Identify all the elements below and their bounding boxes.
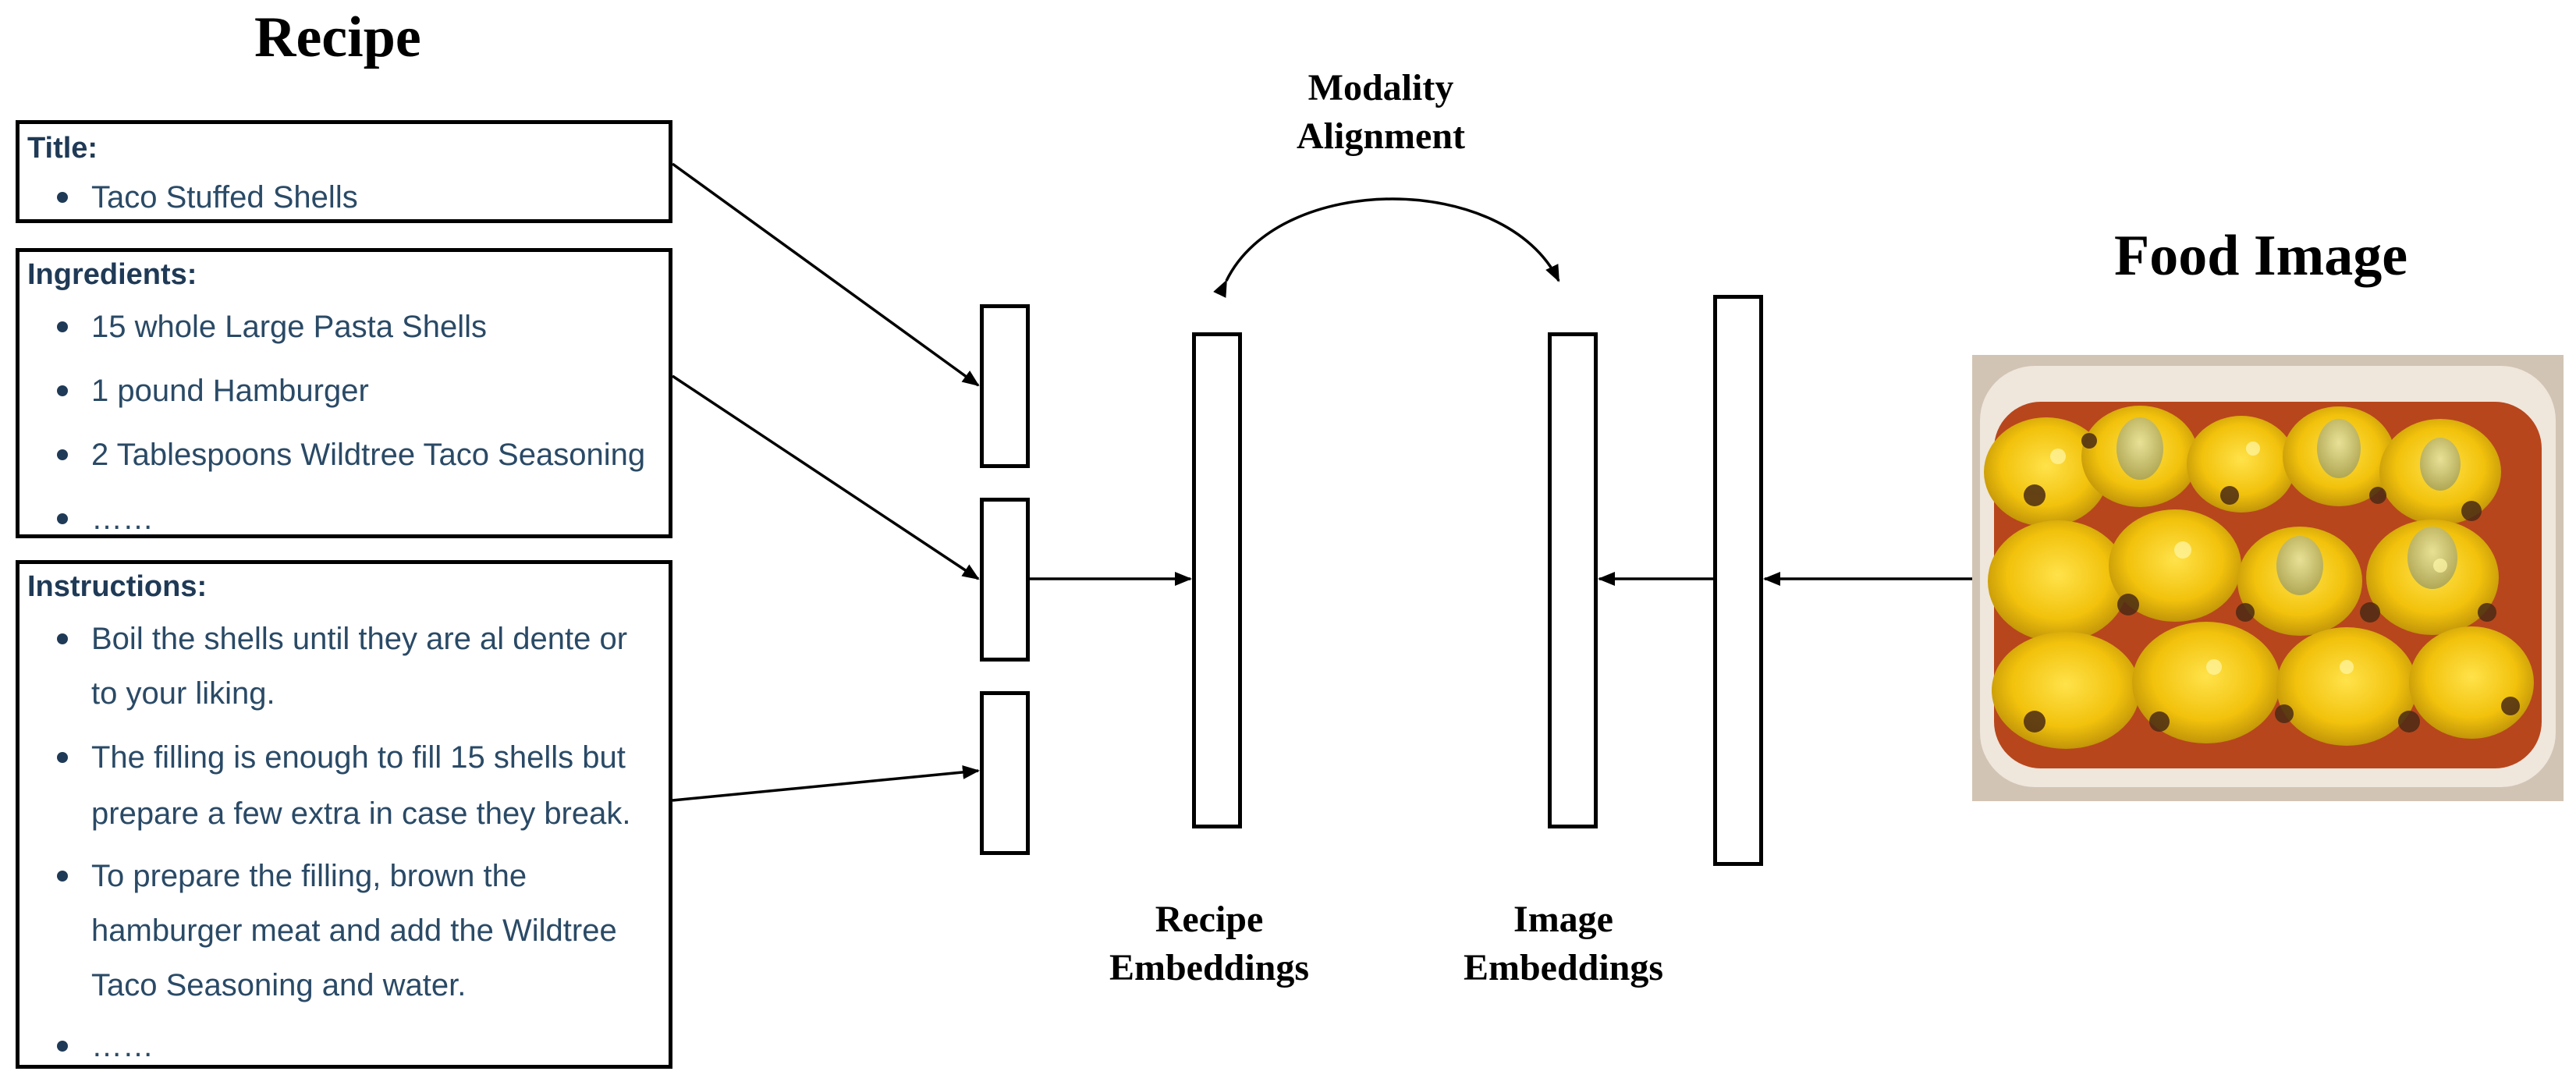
- title-encoder-block: [980, 304, 1030, 468]
- image-embeddings-line-1: Image: [1513, 899, 1613, 940]
- bullet-icon: [57, 321, 68, 332]
- instructions-heading: Instructions:: [27, 570, 208, 603]
- image-embeddings-line-2: Embeddings: [1463, 947, 1664, 988]
- bullet-icon: [57, 1041, 68, 1052]
- ingredient-item: ……: [91, 502, 154, 536]
- instruction-line: To prepare the filling, brown the: [91, 859, 527, 893]
- stuffed-shells-picture: [1972, 355, 2564, 801]
- instructions-encoder-block: [980, 691, 1030, 855]
- image-embeddings-label: Image Embeddings: [1446, 896, 1680, 992]
- food-image: [1972, 355, 2564, 801]
- instruction-line: prepare a few extra in case they break.: [91, 796, 631, 831]
- modality-alignment-label: Modality Alignment: [1264, 64, 1498, 161]
- modality-alignment-line-1: Modality: [1308, 67, 1454, 108]
- ingredient-item: 15 whole Large Pasta Shells: [91, 310, 487, 344]
- instructions-to-encoder-arrow: [672, 764, 980, 802]
- bullet-icon: [57, 449, 68, 460]
- bullet-icon: [57, 752, 68, 763]
- ingredient-item: 2 Tablespoons Wildtree Taco Seasoning: [91, 438, 646, 472]
- recipe-embeddings-line-1: Recipe: [1155, 899, 1264, 940]
- instruction-line: The filling is enough to fill 15 shells …: [91, 740, 626, 775]
- recipe-embeddings-label: Recipe Embeddings: [1092, 896, 1326, 992]
- food-image-title: Food Image: [2114, 224, 2408, 288]
- bullet-icon: [57, 871, 68, 882]
- recipe-embedding-bar: [1192, 332, 1242, 828]
- title-to-encoder-arrow: [671, 162, 980, 387]
- modality-alignment-line-2: Alignment: [1297, 115, 1465, 157]
- title-heading: Title:: [27, 132, 98, 165]
- ingredients-to-encoder-arrow: [672, 374, 980, 580]
- instruction-line: ……: [91, 1029, 154, 1063]
- bullet-icon: [57, 385, 68, 396]
- image-encoder-block: [1713, 295, 1763, 866]
- bullet-icon: [57, 192, 68, 203]
- instruction-line: to your liking.: [91, 676, 275, 711]
- ingredient-item: 1 pound Hamburger: [91, 374, 369, 408]
- ingredients-box: Ingredients: 15 whole Large Pasta Shells…: [16, 248, 672, 538]
- ingredients-heading: Ingredients:: [27, 258, 197, 291]
- instruction-line: hamburger meat and add the Wildtree: [91, 913, 617, 948]
- recipe-embeddings-line-2: Embeddings: [1109, 947, 1310, 988]
- modality-alignment-arc: [1213, 197, 1560, 298]
- instruction-line: Boil the shells until they are al dente …: [91, 622, 628, 656]
- bullet-icon: [57, 513, 68, 524]
- title-box: Title: Taco Stuffed Shells: [16, 120, 672, 223]
- ingredients-encoder-block: [980, 498, 1030, 662]
- title-item: Taco Stuffed Shells: [91, 180, 358, 215]
- image-embedding-bar: [1548, 332, 1598, 828]
- bullet-icon: [57, 633, 68, 644]
- instruction-line: Taco Seasoning and water.: [91, 968, 467, 1002]
- instructions-box: Instructions: Boil the shells until they…: [16, 560, 672, 1069]
- recipe-title: Recipe: [254, 5, 421, 69]
